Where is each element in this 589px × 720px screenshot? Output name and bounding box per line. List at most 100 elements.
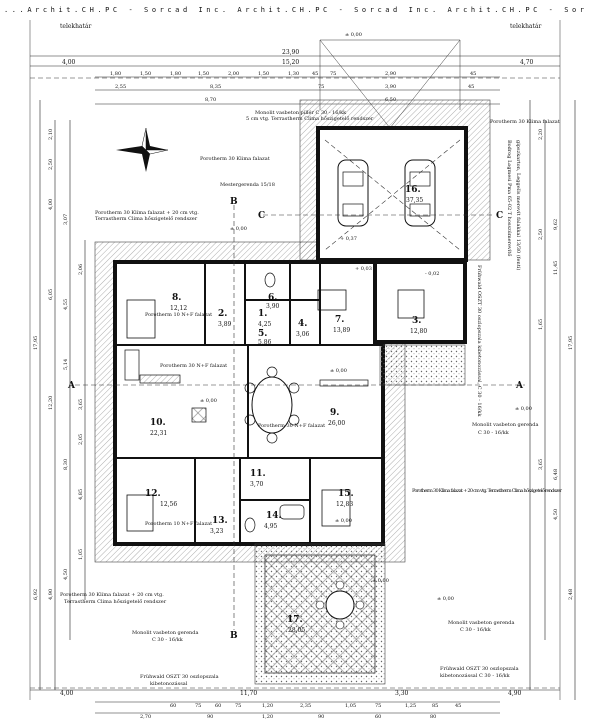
room-15-area: 12,83 — [336, 501, 353, 508]
room-13-num: 13. — [212, 516, 228, 526]
ldim-16: 1,05 — [78, 549, 84, 560]
bdim-row2-9: 85 — [432, 703, 438, 709]
note-right-mid: Porotherm 30 Klíma falazat + 20 cm vtg. … — [412, 487, 563, 494]
level-10: ± 0,00 — [437, 596, 454, 602]
room-10-num: 10. — [150, 418, 166, 428]
room-11-num: 11. — [250, 469, 266, 479]
room-2-area: 3,89 — [218, 321, 232, 328]
dim-top-left: 4,00 — [62, 59, 76, 66]
bdim-row2-10: 45 — [455, 703, 461, 709]
bdim-row3-2: 1,20 — [262, 714, 273, 720]
room-8-num: 8. — [172, 293, 181, 303]
room-11-area: 3,70 — [250, 481, 264, 488]
room-3-area: 12,80 — [410, 328, 427, 335]
note-wall30klima-right: Porotherm 30 Klima falazat — [490, 119, 560, 125]
sofa-icon — [124, 349, 140, 381]
section-a-left: A — [67, 381, 76, 391]
note-beam-right: Monolit vasbeton gerenda — [472, 422, 538, 428]
ldim-14: 4,90 — [48, 589, 54, 600]
dim-total-top: 23,90 — [282, 49, 299, 56]
bdim-row1-2: 3,30 — [395, 690, 409, 697]
dim-row2-4: 45 — [468, 84, 474, 90]
dim-row1-4: 2,00 — [228, 71, 239, 77]
room-14-area: 4,95 — [264, 523, 278, 530]
ldim-6: 6,05 — [48, 289, 54, 300]
ldim-0: 2,10 — [48, 129, 54, 140]
bdim-row2-7: 75 — [375, 703, 381, 709]
terrace-right-dots — [379, 344, 466, 386]
right-dims-text: 2,20 2,50 9,62 17,95 11,45 6,48 4,50 1,6… — [538, 129, 574, 600]
rdim-8: 3,65 — [538, 459, 544, 470]
room-2-num: 2. — [218, 309, 227, 319]
room-7-area: 13,89 — [333, 327, 350, 334]
dim-row3-0: 8,70 — [205, 97, 216, 103]
wing-room-3-walls — [373, 260, 467, 344]
garage-diagonal-2 — [324, 139, 461, 251]
dim-row1-group: 1,80 1,50 1,80 1,50 2,00 1,50 1,30 45 75… — [110, 71, 476, 77]
dim-row1-5: 1,50 — [258, 71, 269, 77]
driveway-lines — [319, 39, 461, 129]
toilet-2-icon — [244, 517, 256, 533]
room-9-area: 26,00 — [328, 420, 345, 427]
dim-row2-1: 8,35 — [210, 84, 221, 90]
car-left-icon — [337, 159, 369, 227]
note-wall30-20: Porotherm 30 Klíma falazat + 20 cm vtg. — [95, 209, 199, 216]
car-right-icon — [404, 159, 436, 227]
bdim-row3-group: 2,70 90 1,20 90 60 80 — [140, 714, 436, 720]
note-monolit-beam-left: Monolit vasbeton gerenda — [132, 630, 198, 636]
level-2: - 0,02 — [425, 271, 439, 277]
room-6-area: 3,90 — [266, 303, 280, 310]
level-7: ± 0,00 — [515, 406, 532, 412]
bdim-total: 23,90 — [282, 695, 299, 702]
section-c-left: C — [258, 211, 265, 221]
dim-row2-group: 2,55 8,35 75 3,90 45 — [115, 84, 474, 90]
bdim-row2-2: 60 — [215, 703, 221, 709]
section-c-right: C — [496, 211, 503, 221]
rdim-5: 6,48 — [553, 469, 559, 480]
bdim-row3-4: 60 — [375, 714, 381, 720]
ldim-10: 5,14 — [63, 359, 69, 370]
bdim-row3-3: 90 — [318, 714, 324, 720]
bdim-row1-3: 4,90 — [508, 690, 522, 697]
bdim-row2-group: 60 75 60 75 1,20 2,35 1,05 75 1,25 85 45 — [170, 703, 461, 709]
rdim-1: 2,50 — [538, 229, 544, 240]
garage-diagonal-1 — [324, 139, 461, 251]
dim-row1-6: 1,30 — [288, 71, 299, 77]
bed-room-15-icon — [321, 489, 351, 527]
note-wall30nf: Porotherm 30 N+F falazat — [160, 363, 227, 369]
room-17-area: 28,05 — [288, 627, 305, 634]
dim-row1-7: 45 — [312, 71, 318, 77]
bed-room-3-icon — [397, 289, 425, 319]
note-right-v2: gipszkarton, Leggells merevít falakkal 1… — [515, 140, 522, 270]
room-15-num: 15. — [338, 489, 354, 499]
rdim-4: 11,45 — [553, 261, 559, 275]
bottom-dimension-lines — [30, 689, 560, 714]
room-12-num: 12. — [145, 489, 161, 499]
ldim-4: 2,06 — [78, 264, 84, 275]
bdim-row2-3: 75 — [235, 703, 241, 709]
note-fruh-bl1: Frühwald OSZT 30 oszlopszala — [140, 674, 219, 680]
section-a-right: A — [515, 381, 524, 391]
north-arrow-icon — [116, 127, 169, 172]
note-fruhwald-right: Frühwald OSZT 30 oszlopszala kibetonozás… — [476, 265, 483, 417]
terrace-tiles — [264, 554, 376, 674]
note-c3016-right: C 30 - 16/kk — [478, 430, 510, 436]
dim-row2-2: 75 — [318, 84, 324, 90]
room-9-num: 9. — [330, 408, 339, 418]
room-14-num: 14. — [266, 511, 282, 521]
room-4-num: 4. — [298, 319, 307, 329]
note-wall30nf-2: Porotherm 30 N+F falazat — [258, 423, 325, 429]
note-fruh-bl2: kibetonozással — [150, 680, 188, 687]
dim-row1-8: 75 — [330, 71, 336, 77]
dim-row1-2: 1,80 — [170, 71, 181, 77]
note-right-v1: Bodrog Logmesi Pma 65-02 T hosszúmerevít… — [506, 140, 513, 256]
dim-row2-0: 2,55 — [115, 84, 126, 90]
stove-icon — [191, 407, 207, 423]
ldim-15: 6,92 — [33, 589, 39, 600]
dim-top-mid: 15,20 — [282, 59, 299, 66]
rdim-0: 2,20 — [538, 129, 544, 140]
ldim-1: 2,50 — [48, 159, 54, 170]
ldim-7: 3,65 — [78, 399, 84, 410]
dim-row2-3: 3,90 — [385, 84, 396, 90]
level-garage: + 0,37 — [340, 236, 357, 242]
